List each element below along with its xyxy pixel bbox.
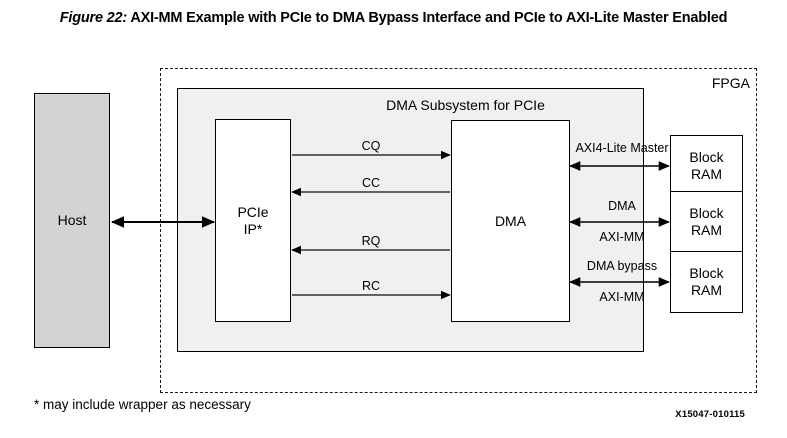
- arrow-label-rc: RC: [361, 279, 381, 293]
- fpga-label: FPGA: [711, 75, 750, 91]
- block-ram-3-label-line1: Block: [689, 265, 724, 281]
- host-label: Host: [57, 212, 87, 228]
- arrow-label-cc: CC: [361, 176, 381, 190]
- pcie-ip-block: PCIe IP*: [215, 119, 291, 322]
- figure-number: Figure 22:: [59, 10, 128, 26]
- pcie-ip-label-line2: IP*: [243, 220, 263, 237]
- block-ram-1-label-line1: Block: [689, 149, 724, 165]
- figure-id: X15047-010115: [675, 409, 745, 420]
- dma-label: DMA: [494, 212, 527, 229]
- dma-subsystem-label: DMA Subsystem for PCIe: [386, 97, 545, 113]
- arrow-label-cq: CQ: [361, 139, 381, 153]
- block-ram-2-label-line2: RAM: [690, 222, 723, 238]
- block-ram-3: Block RAM: [670, 251, 743, 313]
- block-ram-1-label-line2: RAM: [690, 166, 723, 182]
- arrow-label-dma-bypass-bottom: AXI-MM: [599, 290, 645, 304]
- arrow-label-dma-bypass-top: DMA bypass: [586, 259, 658, 273]
- arrow-label-axi4-lite-master: AXI4-Lite Master: [575, 141, 669, 155]
- fpga-boundary: FPGA: [160, 68, 757, 393]
- figure-title: AXI-MM Example with PCIe to DMA Bypass I…: [130, 10, 728, 26]
- arrow-label-dma-top: DMA: [608, 199, 636, 213]
- block-ram-2: Block RAM: [670, 191, 743, 253]
- figure-footnote: * may include wrapper as necessary: [34, 397, 251, 412]
- block-ram-2-label-line1: Block: [689, 205, 724, 221]
- host-block: Host: [34, 93, 110, 348]
- block-ram-3-label-line2: RAM: [690, 282, 723, 298]
- arrow-label-dma-bottom: AXI-MM: [599, 230, 645, 244]
- figure-caption: Figure 22: AXI-MM Example with PCIe to D…: [40, 8, 747, 29]
- arrow-label-rq: RQ: [361, 234, 381, 248]
- block-ram-1: Block RAM: [670, 135, 743, 197]
- pcie-ip-label-line1: PCIe: [237, 203, 269, 220]
- dma-block: DMA: [451, 120, 570, 322]
